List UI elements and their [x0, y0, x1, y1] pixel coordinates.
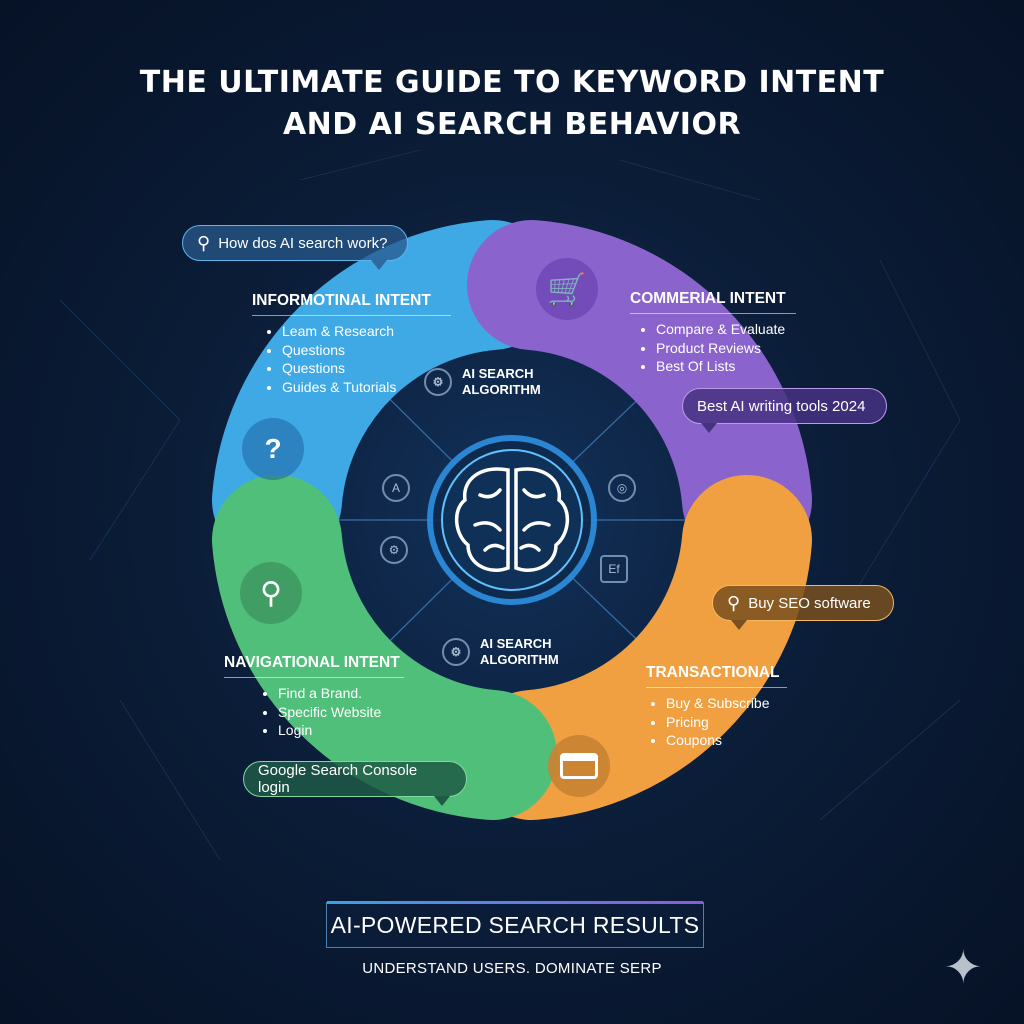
- search-icon: ⚲: [727, 592, 741, 613]
- location-pin-icon: ⚲: [240, 562, 302, 624]
- section-title: COMMERIAL INTENT: [630, 290, 796, 314]
- navigational-list: Find a Brand. Specific Website Login: [224, 684, 404, 740]
- page-title: THE ULTIMATE GUIDE TO KEYWORD INTENT AND…: [0, 62, 1024, 146]
- commercial-list: Compare & Evaluate Product Reviews Best …: [630, 320, 796, 376]
- section-title: TRANSACTIONAL: [646, 664, 788, 688]
- query-text: Best AI writing tools 2024: [697, 397, 866, 415]
- informational-list: Leam & Research Questions Questions Guid…: [252, 322, 451, 396]
- query-text: Buy SEO software: [748, 594, 871, 612]
- document-ef-icon: Ef: [600, 555, 628, 583]
- brain-icon: [455, 467, 569, 572]
- footer-banner-text: AI-POWERED SEARCH RESULTS: [330, 911, 700, 938]
- footer-banner: AI-POWERED SEARCH RESULTS: [326, 901, 704, 948]
- question-icon: ?: [242, 418, 304, 480]
- list-item: Product Reviews: [656, 339, 796, 358]
- informational-section: INFORMOTINAL INTENT Leam & Research Ques…: [252, 292, 451, 396]
- list-item: Specific Website: [278, 703, 404, 722]
- commercial-query-bubble: Best AI writing tools 2024: [682, 388, 887, 433]
- navigational-query-bubble: Google Search Console login: [243, 761, 467, 806]
- title-line-1: THE ULTIMATE GUIDE TO KEYWORD INTENT: [139, 65, 885, 100]
- list-item: Leam & Research: [282, 322, 451, 341]
- list-item: Find a Brand.: [278, 684, 404, 703]
- title-line-2: AND AI SEARCH BEHAVIOR: [282, 107, 742, 142]
- informational-query-bubble: ⚲ How dos AI search work?: [182, 225, 408, 270]
- tagline: UNDERSTAND USERS. DOMINATE SERP: [362, 960, 662, 977]
- settings-icon: ⚙: [380, 536, 408, 564]
- network-background: [59, 149, 961, 861]
- list-item: Questions: [282, 341, 451, 360]
- algo-line: AI SEARCH: [462, 366, 534, 381]
- query-text: Google Search Console login: [258, 762, 418, 796]
- commercial-section: COMMERIAL INTENT Compare & Evaluate Prod…: [630, 290, 796, 376]
- algo-line: ALGORITHM: [480, 652, 559, 667]
- list-item: Questions: [282, 359, 451, 378]
- credit-card-icon: [548, 735, 610, 797]
- list-item: Guides & Tutorials: [282, 378, 451, 397]
- cart-icon: 🛒: [536, 258, 598, 320]
- gear-icon: ⚙: [424, 368, 452, 396]
- search-icon: ⚲: [197, 232, 211, 253]
- list-item: Pricing: [666, 713, 787, 732]
- list-item: Login: [278, 721, 404, 740]
- list-item: Best Of Lists: [656, 357, 796, 376]
- transactional-list: Buy & Subscribe Pricing Coupons: [646, 694, 787, 750]
- sparkle-icon: ✦: [944, 941, 983, 993]
- algo-line: AI SEARCH: [480, 636, 552, 651]
- gear-icon: ⚙: [442, 638, 470, 666]
- navigational-section: NAVIGATIONAL INTENT Find a Brand. Specif…: [224, 654, 404, 740]
- list-item: Compare & Evaluate: [656, 320, 796, 339]
- list-item: Coupons: [666, 731, 787, 750]
- transactional-query-bubble: ⚲ Buy SEO software: [712, 585, 894, 630]
- algo-line: ALGORITHM: [462, 382, 541, 397]
- section-title: INFORMOTINAL INTENT: [252, 292, 451, 316]
- letter-a-icon: A: [382, 474, 410, 502]
- list-item: Buy & Subscribe: [666, 694, 787, 713]
- brain-hub: [427, 435, 597, 605]
- transactional-section: TRANSACTIONAL Buy & Subscribe Pricing Co…: [646, 664, 788, 750]
- section-title: NAVIGATIONAL INTENT: [224, 654, 404, 678]
- query-text: How dos AI search work?: [218, 234, 388, 252]
- target-icon: ◎: [608, 474, 636, 502]
